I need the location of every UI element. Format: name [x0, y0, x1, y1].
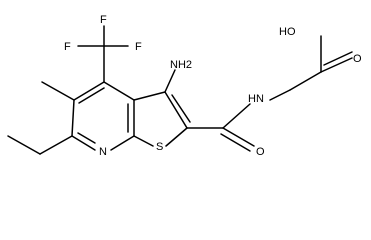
- bond-n-ch2: [269, 89, 291, 101]
- bond-cooh-o-double: [323, 51, 353, 66]
- bond-c3-c2-double: [171, 94, 191, 123]
- chemical-structure-diagram: F F F NH2 HN HO O O N S: [7, 14, 362, 158]
- amide-nitrogen-label: HN: [248, 93, 264, 105]
- bond-n7-c7a: [110, 135, 135, 151]
- bond-amide-c-n: [222, 103, 251, 129]
- hydroxyl-group-label: HO: [279, 26, 296, 38]
- amino-group-label: NH2: [170, 59, 192, 71]
- bond-c6-n7-double: [77, 132, 96, 144]
- bond-c3a-c3: [133, 91, 166, 101]
- bond-c3-c2: [164, 91, 188, 129]
- bond-amide-c-o-double: [220, 133, 251, 152]
- ring-sulfur-label: S: [156, 141, 163, 153]
- fluorine-label-right: F: [135, 41, 142, 53]
- fluorine-label-top: F: [100, 14, 107, 26]
- amide-carbonyl-oxygen-label: O: [256, 146, 265, 158]
- bond-c3a-c4: [103, 81, 135, 101]
- bond-lines: [7, 25, 353, 155]
- bond-c6-ethyl-ch2: [39, 135, 73, 155]
- bond-ethyl-ch3: [7, 135, 41, 155]
- acid-carbonyl-oxygen-label: O: [353, 53, 362, 65]
- fluorine-label-left: F: [64, 41, 71, 53]
- bond-c4-c5-double: [78, 87, 105, 104]
- atom-labels: F F F NH2 HN HO O O N S: [64, 14, 362, 158]
- bond-c6-n7: [71, 135, 96, 151]
- bond-c5-methyl: [41, 81, 75, 101]
- bond-ch2-cooh: [289, 71, 322, 91]
- bond-c2-s1: [165, 127, 188, 147]
- bond-c3-amino: [164, 69, 176, 93]
- bond-cooh-o: [320, 57, 353, 73]
- ring-nitrogen-label: N: [99, 146, 107, 158]
- bond-c4-c5: [73, 81, 105, 101]
- bond-amide-c-o: [222, 127, 255, 147]
- bond-c5-c6: [71, 99, 75, 137]
- bond-s1-c7a: [133, 135, 154, 147]
